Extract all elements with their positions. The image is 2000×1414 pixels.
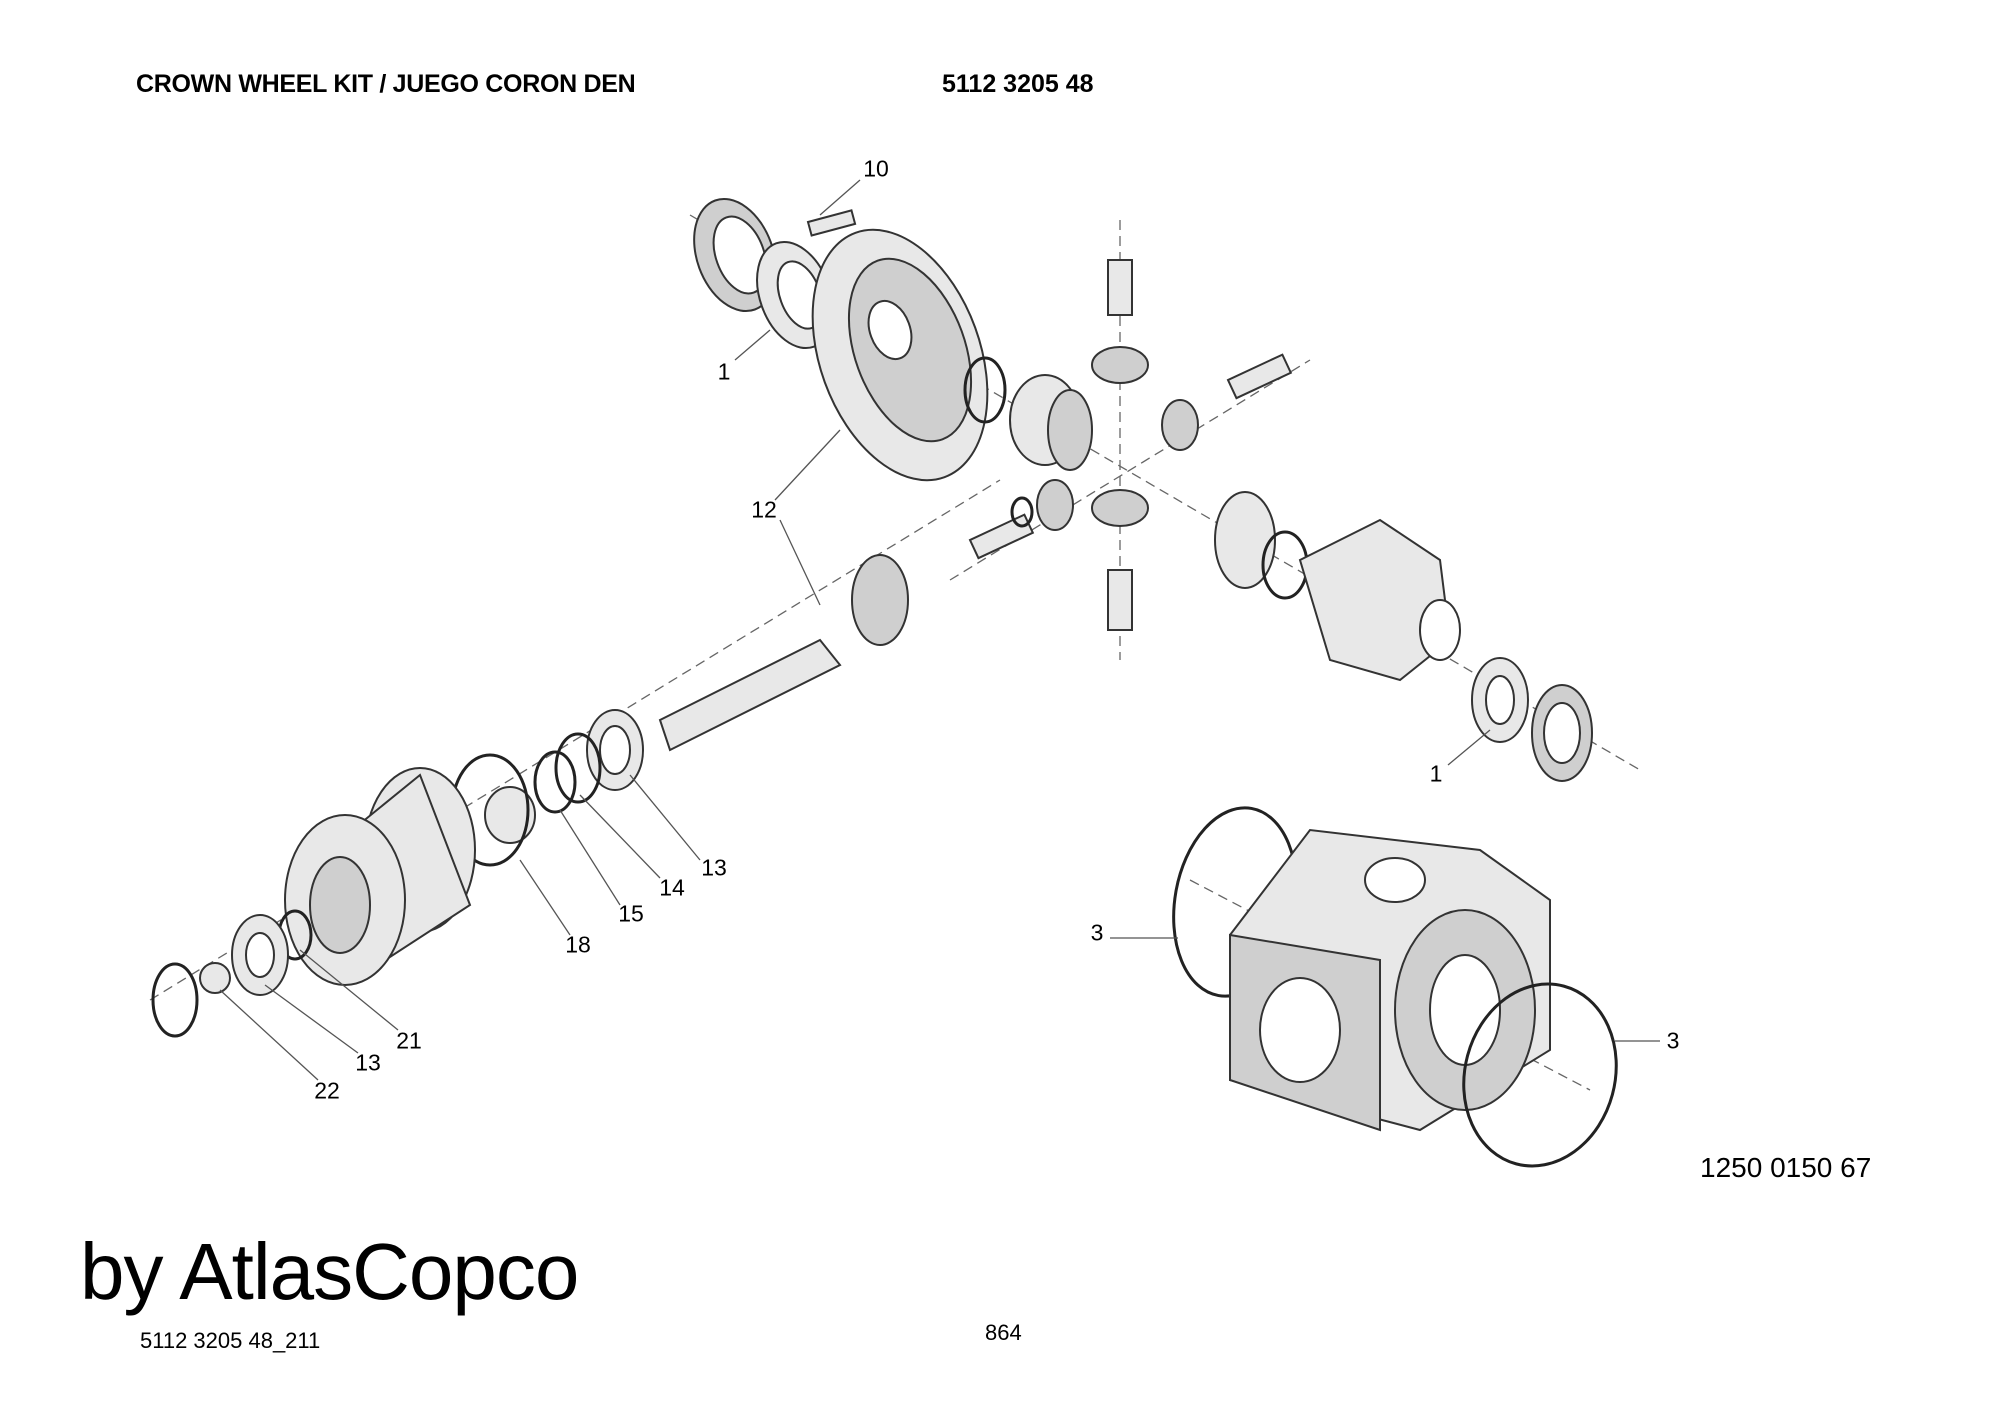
callout-12: 12 xyxy=(751,496,777,523)
callout-22: 22 xyxy=(314,1077,340,1104)
part-number: 5112 3205 48 xyxy=(942,70,1094,98)
leader-lines xyxy=(219,179,1660,1081)
callout-1: 1 xyxy=(1429,760,1443,787)
axle-housing xyxy=(1172,806,1618,1168)
callout-3: 3 xyxy=(1090,919,1104,946)
watermark: by AtlasCopco xyxy=(80,1227,579,1316)
callout-18: 18 xyxy=(565,931,591,958)
page-title: CROWN WHEEL KIT / JUEGO CORON DEN xyxy=(136,70,636,98)
callout-3: 3 xyxy=(1666,1027,1680,1054)
callout-21: 21 xyxy=(396,1027,422,1054)
callout-15: 15 xyxy=(618,900,644,927)
page-number: 864 xyxy=(985,1320,1022,1345)
callout-13: 13 xyxy=(701,854,727,881)
pinion-bearings xyxy=(450,709,644,867)
callout-1: 1 xyxy=(717,358,731,385)
callout-13: 13 xyxy=(355,1049,381,1076)
callout-10: 10 xyxy=(863,155,889,182)
differential-housing xyxy=(1214,491,1593,782)
file-reference: 5112 3205 48_211 xyxy=(140,1328,321,1353)
bearing-nut-top xyxy=(693,197,857,350)
callout-14: 14 xyxy=(659,874,685,901)
differential-gears xyxy=(963,259,1293,631)
pinion-housing xyxy=(151,767,476,1038)
assembly-number: 1250 0150 67 xyxy=(1700,1152,1872,1183)
pinion-shaft xyxy=(658,554,909,752)
crown-wheel xyxy=(811,228,989,482)
